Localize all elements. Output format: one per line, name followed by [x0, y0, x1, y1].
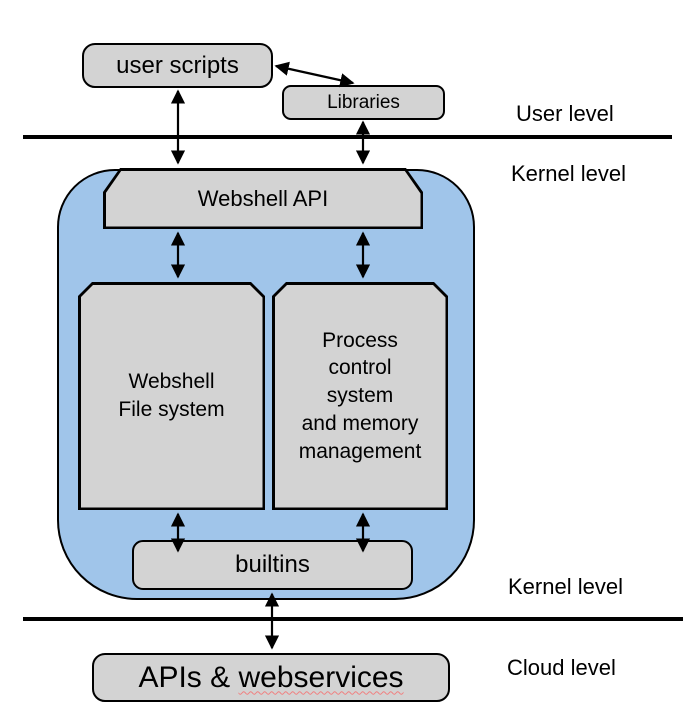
libraries-box: Libraries: [282, 85, 445, 120]
kernel-cloud-divider-line: [23, 617, 683, 621]
process-control-label: Process control system and memory manage…: [298, 328, 422, 463]
file-system-label: Webshell File system: [118, 370, 225, 421]
process-control-box-fill: [275, 285, 446, 508]
kernel-level-label-top: Kernel level: [511, 161, 626, 186]
process-control-box: Process control system and memory manage…: [272, 282, 448, 510]
apis-webservices-label-misspelled: webservices: [238, 660, 404, 694]
webshell-api-label: Webshell API: [197, 185, 329, 211]
file-system-box: Webshell File system: [78, 282, 265, 510]
builtins-label: builtins: [235, 551, 310, 578]
cloud-level-label: Cloud level: [507, 655, 616, 680]
libraries-label: Libraries: [327, 91, 400, 113]
user-level-label: User level: [516, 101, 614, 126]
webshell-api-box: Webshell API: [103, 168, 423, 229]
apis-webservices-label-prefix: APIs &: [138, 660, 239, 694]
file-system-box-fill: [81, 285, 263, 508]
user-kernel-divider-line: [23, 135, 672, 139]
builtins-box: builtins: [132, 540, 413, 590]
arrow-userscripts-libraries: [274, 61, 355, 88]
webshell-api-box-fill: [106, 171, 421, 227]
apis-webservices-box: APIs & webservices: [92, 653, 450, 702]
user-scripts-box: user scripts: [82, 43, 273, 88]
kernel-level-label-bottom: Kernel level: [508, 574, 623, 599]
user-scripts-label: user scripts: [116, 51, 239, 79]
